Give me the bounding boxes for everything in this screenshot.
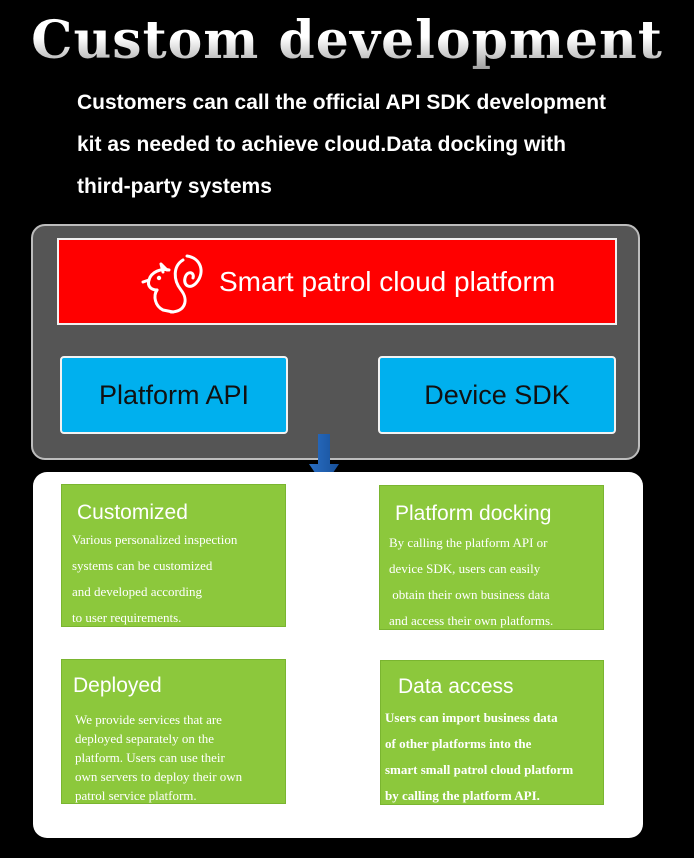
card-body: Users can import business data of other … (385, 705, 573, 809)
card-line: device SDK, users can easily (389, 561, 541, 576)
page-title: Custom development (0, 10, 694, 71)
card-body: We provide services that are deployed se… (75, 710, 242, 805)
card-line: own servers to deploy their own (75, 769, 243, 784)
card-line: systems can be customized (72, 558, 213, 573)
card-line: platform. Users can use their (75, 750, 225, 765)
platform-name: Smart patrol cloud platform (219, 266, 556, 297)
feature-card-platform-docking: Platform docking By calling the platform… (379, 485, 604, 630)
card-line: and developed according (72, 584, 202, 599)
description-line: kit as needed to achieve cloud.Data dock… (77, 133, 566, 156)
device-sdk-box: Device SDK (378, 356, 616, 434)
card-line: Users can import business data (385, 710, 558, 725)
card-line: by calling the platform API. (385, 788, 540, 803)
card-line: By calling the platform API or (389, 535, 548, 550)
card-line: to user requirements. (72, 610, 182, 625)
feature-card-deployed: Deployed We provide services that are de… (61, 659, 286, 804)
card-line: patrol service platform. (75, 788, 197, 803)
card-line: Various personalized inspection (72, 532, 238, 547)
description-line: Customers can call the official API SDK … (77, 91, 607, 114)
description-line: third-party systems (77, 175, 272, 198)
squirrel-icon (141, 254, 203, 314)
card-body: By calling the platform API or device SD… (389, 530, 553, 634)
card-line: smart small patrol cloud platform (385, 762, 574, 777)
platform-api-box: Platform API (60, 356, 288, 434)
feature-card-customized: Customized Various personalized inspecti… (61, 484, 286, 627)
card-line: deployed separately on the (75, 731, 214, 746)
card-title: Data access (398, 675, 514, 698)
platform-banner: Smart patrol cloud platform (57, 238, 617, 325)
card-line: We provide services that are (75, 712, 222, 727)
feature-card-data-access: Data access Users can import business da… (380, 660, 604, 805)
card-title: Customized (77, 501, 188, 524)
card-title: Deployed (73, 674, 162, 697)
card-line: obtain their own business data (389, 587, 550, 602)
card-body: Various personalized inspection systems … (72, 527, 237, 631)
card-line: and access their own platforms. (389, 613, 554, 628)
card-line: of other platforms into the (385, 736, 532, 751)
description: Customers can call the official API SDK … (77, 82, 677, 208)
card-title: Platform docking (395, 502, 552, 525)
